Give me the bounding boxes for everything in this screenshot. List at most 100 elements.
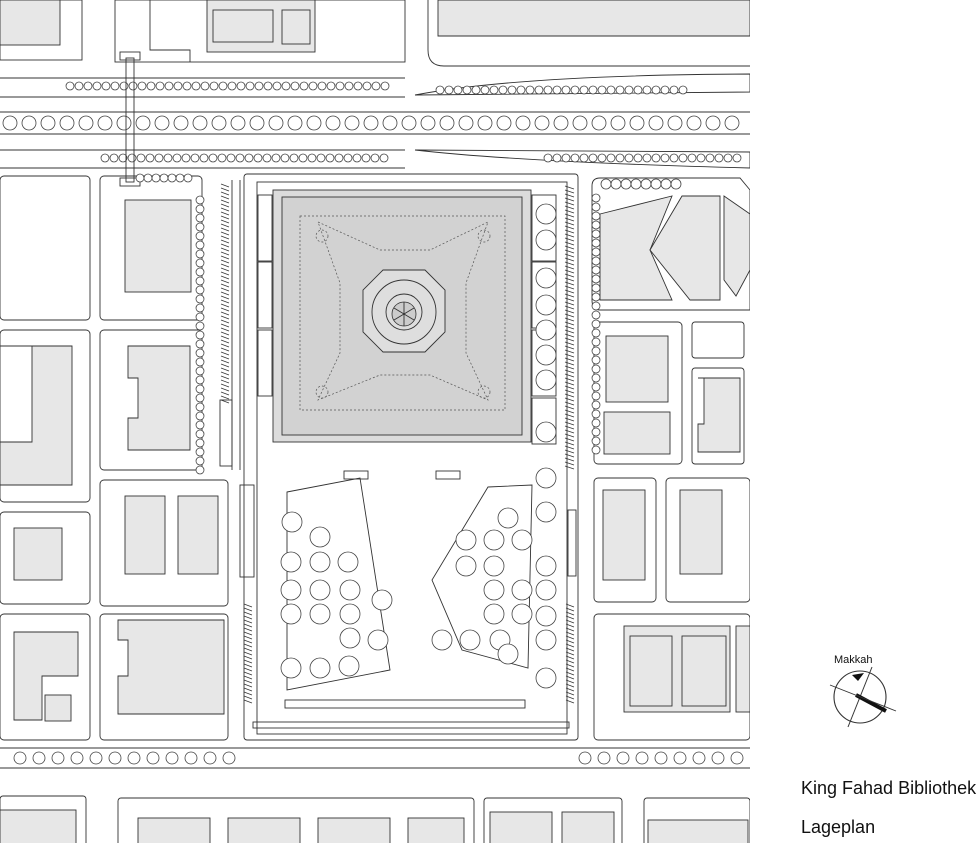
main-boulevard [0,73,751,169]
tree [116,115,132,131]
tree [195,357,205,367]
tree [89,751,103,765]
parking-stall [564,245,575,250]
tree [711,751,725,765]
tree [543,85,553,95]
tree [362,81,372,91]
parking-stall [220,275,230,280]
tree [127,751,141,765]
parking-stall [564,217,575,222]
tree [337,551,359,573]
parking-stall [220,315,230,320]
tree [244,153,254,163]
parking-stall [565,679,575,684]
parking-stall [564,189,575,194]
tree [209,81,219,91]
tree [195,429,205,439]
tree [678,153,688,163]
tree [572,115,588,131]
tree [692,751,706,765]
tree [591,319,601,329]
tree [227,81,237,91]
bottom-street [0,747,750,769]
tree [730,751,744,765]
tree [380,81,390,91]
parking-stall [220,235,230,240]
tree [155,81,165,91]
tree [591,229,601,239]
parking-stall [565,611,575,616]
parking-stall [564,333,575,338]
tree [208,153,218,163]
tree [382,115,398,131]
tree [299,81,309,91]
tree [525,85,535,95]
boulevard-trees-row3 [100,153,742,163]
tree [483,603,505,625]
tree [535,229,557,251]
parking-stall [564,393,575,398]
tree [2,115,18,131]
tree [339,627,361,649]
tree [615,153,625,163]
bottom-blocks [0,795,751,843]
parking-stall [220,387,230,392]
tree [535,294,557,316]
tree [535,319,557,341]
tree [280,603,302,625]
parking-stall [243,671,253,676]
parking-stall [220,383,230,388]
parking-stall [220,347,230,352]
parking-stall [220,343,230,348]
parking-stall [220,299,230,304]
parking-stall [564,289,575,294]
tree [344,81,354,91]
parking-stall [220,187,230,192]
parking-stall [220,339,230,344]
parking-hatches [220,183,575,704]
parking-stall [565,615,575,620]
parking-stall [243,615,253,620]
parking-stall [220,219,230,224]
parking-stall [243,619,253,624]
parking-stall [564,273,575,278]
tree [59,115,75,131]
tree [154,153,164,163]
parking-stall [220,355,230,360]
tree [280,551,302,573]
parking-stall [243,675,253,680]
tree [660,153,670,163]
parking-stall [565,635,575,640]
north-arrow-label: Makkah [834,654,873,666]
tree [159,173,169,183]
parking-stall [220,183,230,188]
tree [705,115,721,131]
tree [195,330,205,340]
parking-stall [564,257,575,262]
parking-stall [243,699,253,704]
parking-stall [243,651,253,656]
tree [591,211,601,221]
tree [353,81,363,91]
parking-stall [564,229,575,234]
tree [195,348,205,358]
parking-stall [565,699,575,704]
parking-stall [243,631,253,636]
parking-stall [243,627,253,632]
tree [195,384,205,394]
tree [483,555,505,577]
tree [642,85,652,95]
tree [553,115,569,131]
tree [371,81,381,91]
parking-stall [564,193,575,198]
tree [535,344,557,366]
parking-stall [564,441,575,446]
tree [591,418,601,428]
tree [516,85,526,95]
tree [230,115,246,131]
tree [515,115,531,131]
parking-stall [220,259,230,264]
parking-stall [564,461,575,466]
tree [339,579,361,601]
tree [13,751,27,765]
